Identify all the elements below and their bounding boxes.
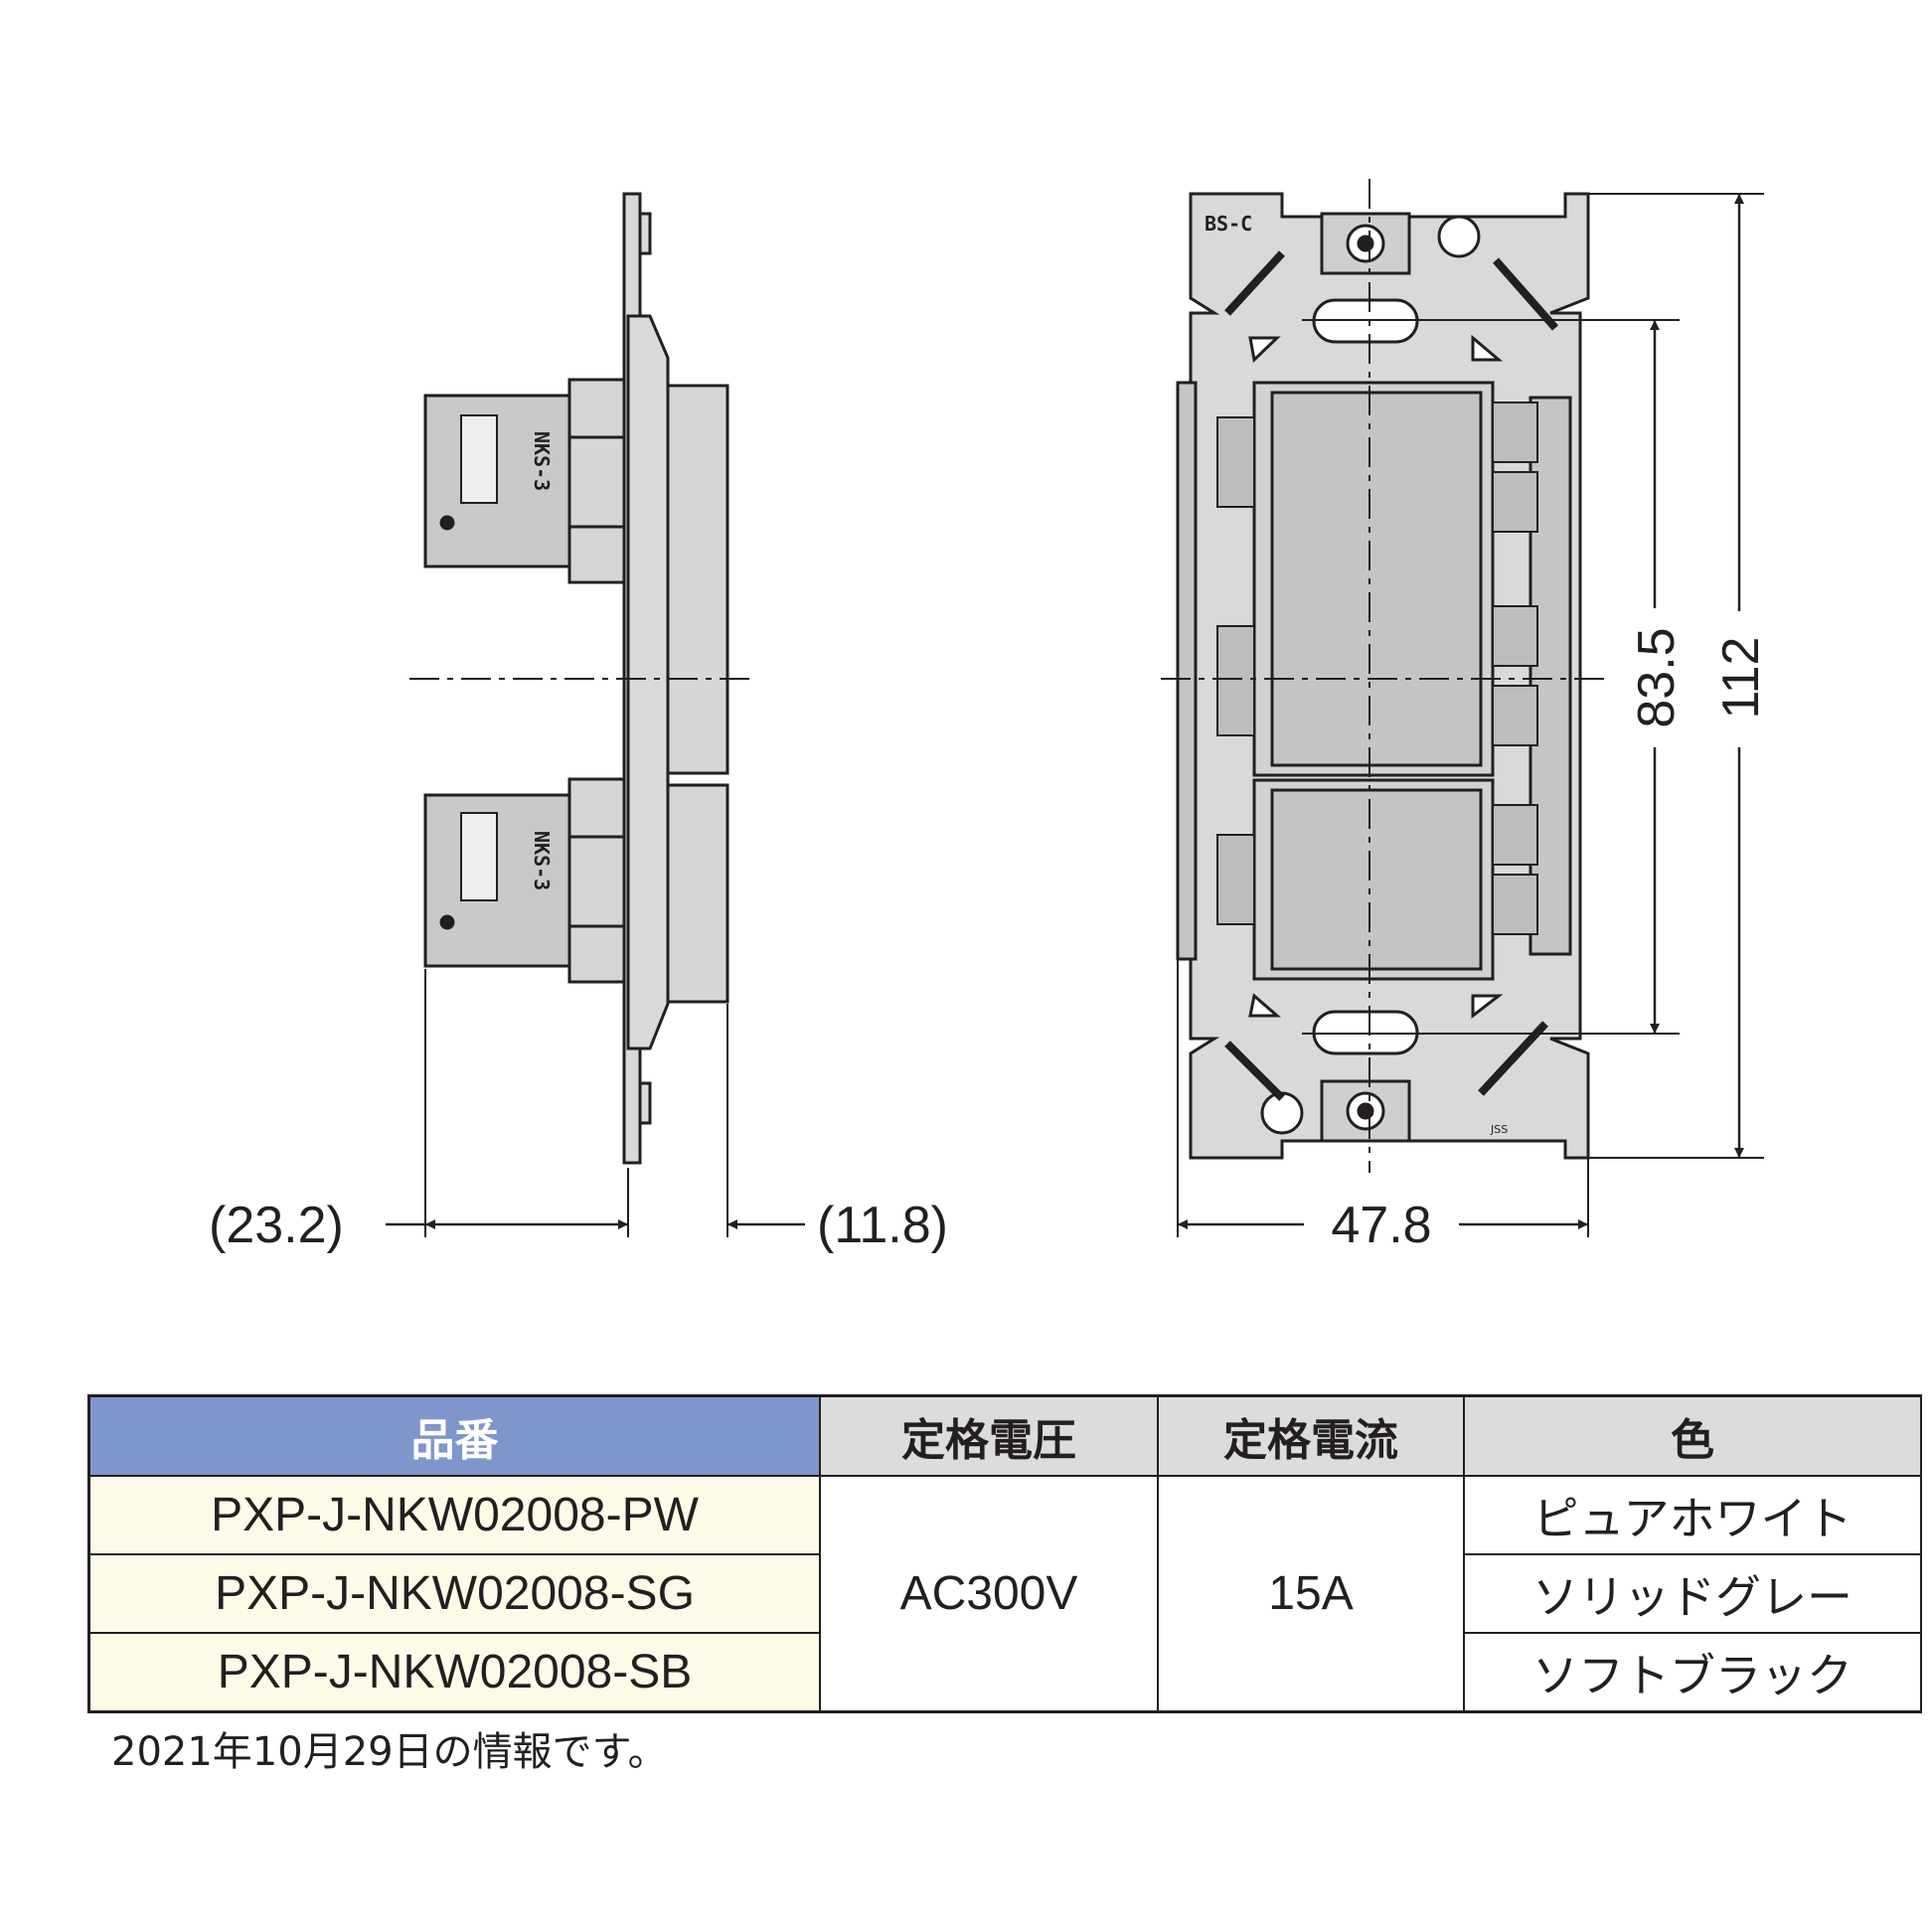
header-color: 色 bbox=[1463, 1394, 1922, 1477]
header-part-number: 品番 bbox=[87, 1394, 821, 1477]
lower-module-label: NKS-3 bbox=[530, 831, 554, 890]
color-cell: ピュアホワイト bbox=[1463, 1475, 1922, 1555]
color-cell: ソフトブラック bbox=[1463, 1632, 1922, 1713]
dim-inner-height-text: 83.5 bbox=[1628, 627, 1686, 727]
part-number-cell: PXP-J-NKW02008-SB bbox=[87, 1632, 821, 1713]
table-row: PXP-J-NKW02008-SG ソリッドグレー bbox=[87, 1553, 1922, 1634]
table-row: PXP-J-NKW02008-PW AC300V 15A ピュアホワイト bbox=[87, 1475, 1922, 1713]
upper-module-label: NKS-3 bbox=[530, 431, 554, 491]
part-number-cell: PXP-J-NKW02008-PW bbox=[87, 1475, 821, 1555]
side-frame-plate bbox=[626, 314, 670, 1050]
dim-right-text: (11.8) bbox=[817, 1197, 948, 1254]
part-number-cell: PXP-J-NKW02008-SG bbox=[87, 1553, 821, 1634]
spec-table-header-row: 品番 定格電圧 定格電流 色 bbox=[87, 1394, 1922, 1477]
current-cell: 15A bbox=[1157, 1475, 1465, 1713]
side-view bbox=[423, 192, 729, 1165]
dim-left-text: (23.2) bbox=[209, 1197, 344, 1254]
header-rated-current: 定格電流 bbox=[1157, 1394, 1465, 1477]
dim-total-height-text: 112 bbox=[1712, 637, 1770, 720]
dim-width-text: 47.8 bbox=[1331, 1197, 1431, 1254]
info-date-note: 2021年10月29日の情報です。 bbox=[111, 1729, 668, 1775]
header-rated-voltage: 定格電圧 bbox=[819, 1394, 1159, 1477]
table-row: PXP-J-NKW02008-SB ソフトブラック bbox=[87, 1632, 1922, 1713]
spec-table: 品番 定格電圧 定格電流 色 PXP-J-NKW02008-PW AC300V … bbox=[87, 1394, 1922, 1713]
voltage-cell: AC300V bbox=[819, 1475, 1159, 1713]
front-view bbox=[1176, 192, 1590, 1160]
front-bottom-mark: JSS bbox=[1490, 1123, 1508, 1136]
front-top-mark: BS-C bbox=[1205, 212, 1252, 236]
color-cell: ソリッドグレー bbox=[1463, 1553, 1922, 1634]
